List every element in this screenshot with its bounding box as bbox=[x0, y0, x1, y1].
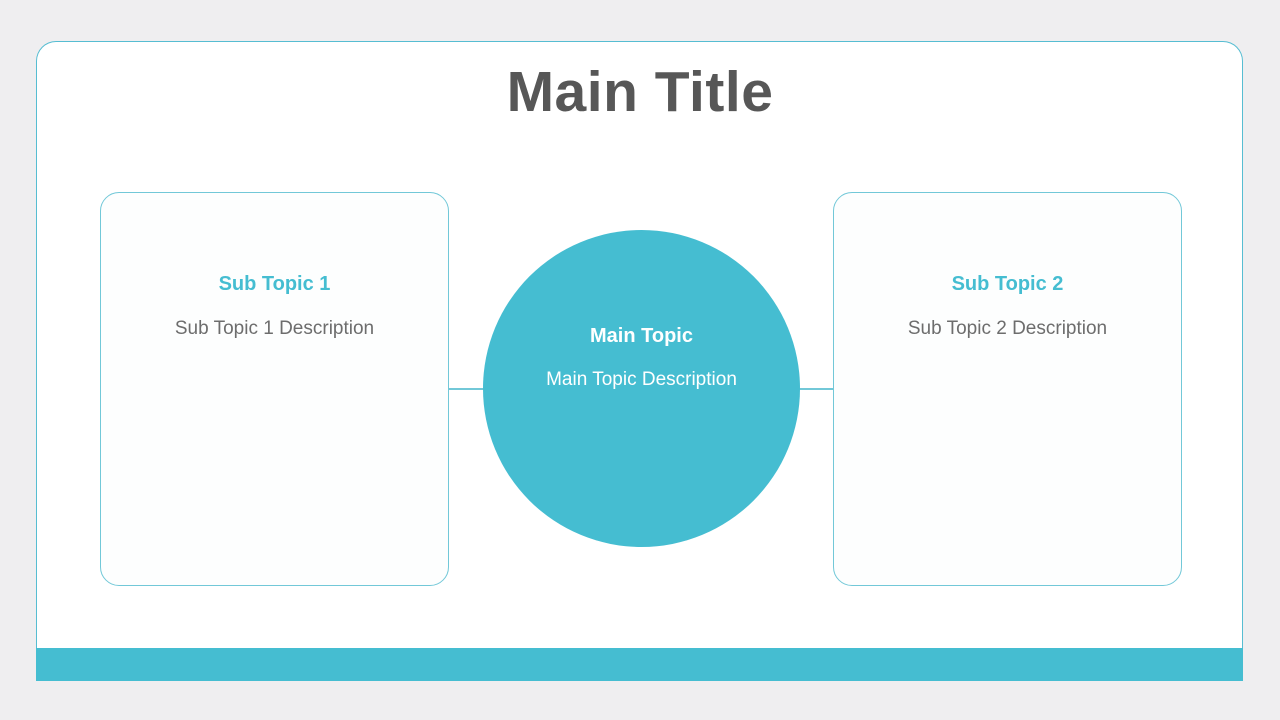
main-topic-description: Main Topic Description bbox=[546, 369, 737, 390]
sub-topic-card-2[interactable]: Sub Topic 2 Sub Topic 2 Description bbox=[833, 192, 1182, 586]
main-topic-circle[interactable]: Main Topic Main Topic Description bbox=[483, 230, 800, 547]
sub-topic-card-1-content: Sub Topic 1 Sub Topic 1 Description bbox=[101, 193, 448, 585]
footer-accent-bar bbox=[36, 648, 1243, 681]
sub-topic-2-description: Sub Topic 2 Description bbox=[907, 318, 1108, 339]
sub-topic-card-1[interactable]: Sub Topic 1 Sub Topic 1 Description bbox=[100, 192, 449, 586]
sub-topic-2-title: Sub Topic 2 bbox=[951, 273, 1064, 295]
sub-topic-1-title: Sub Topic 1 bbox=[218, 273, 331, 295]
main-topic-title: Main Topic bbox=[590, 325, 693, 347]
connector-line-left bbox=[448, 388, 486, 390]
sub-topic-1-description: Sub Topic 1 Description bbox=[174, 318, 375, 339]
sub-topic-card-2-content: Sub Topic 2 Sub Topic 2 Description bbox=[834, 193, 1181, 585]
connector-line-right bbox=[798, 388, 834, 390]
page-title: Main Title bbox=[506, 60, 774, 124]
